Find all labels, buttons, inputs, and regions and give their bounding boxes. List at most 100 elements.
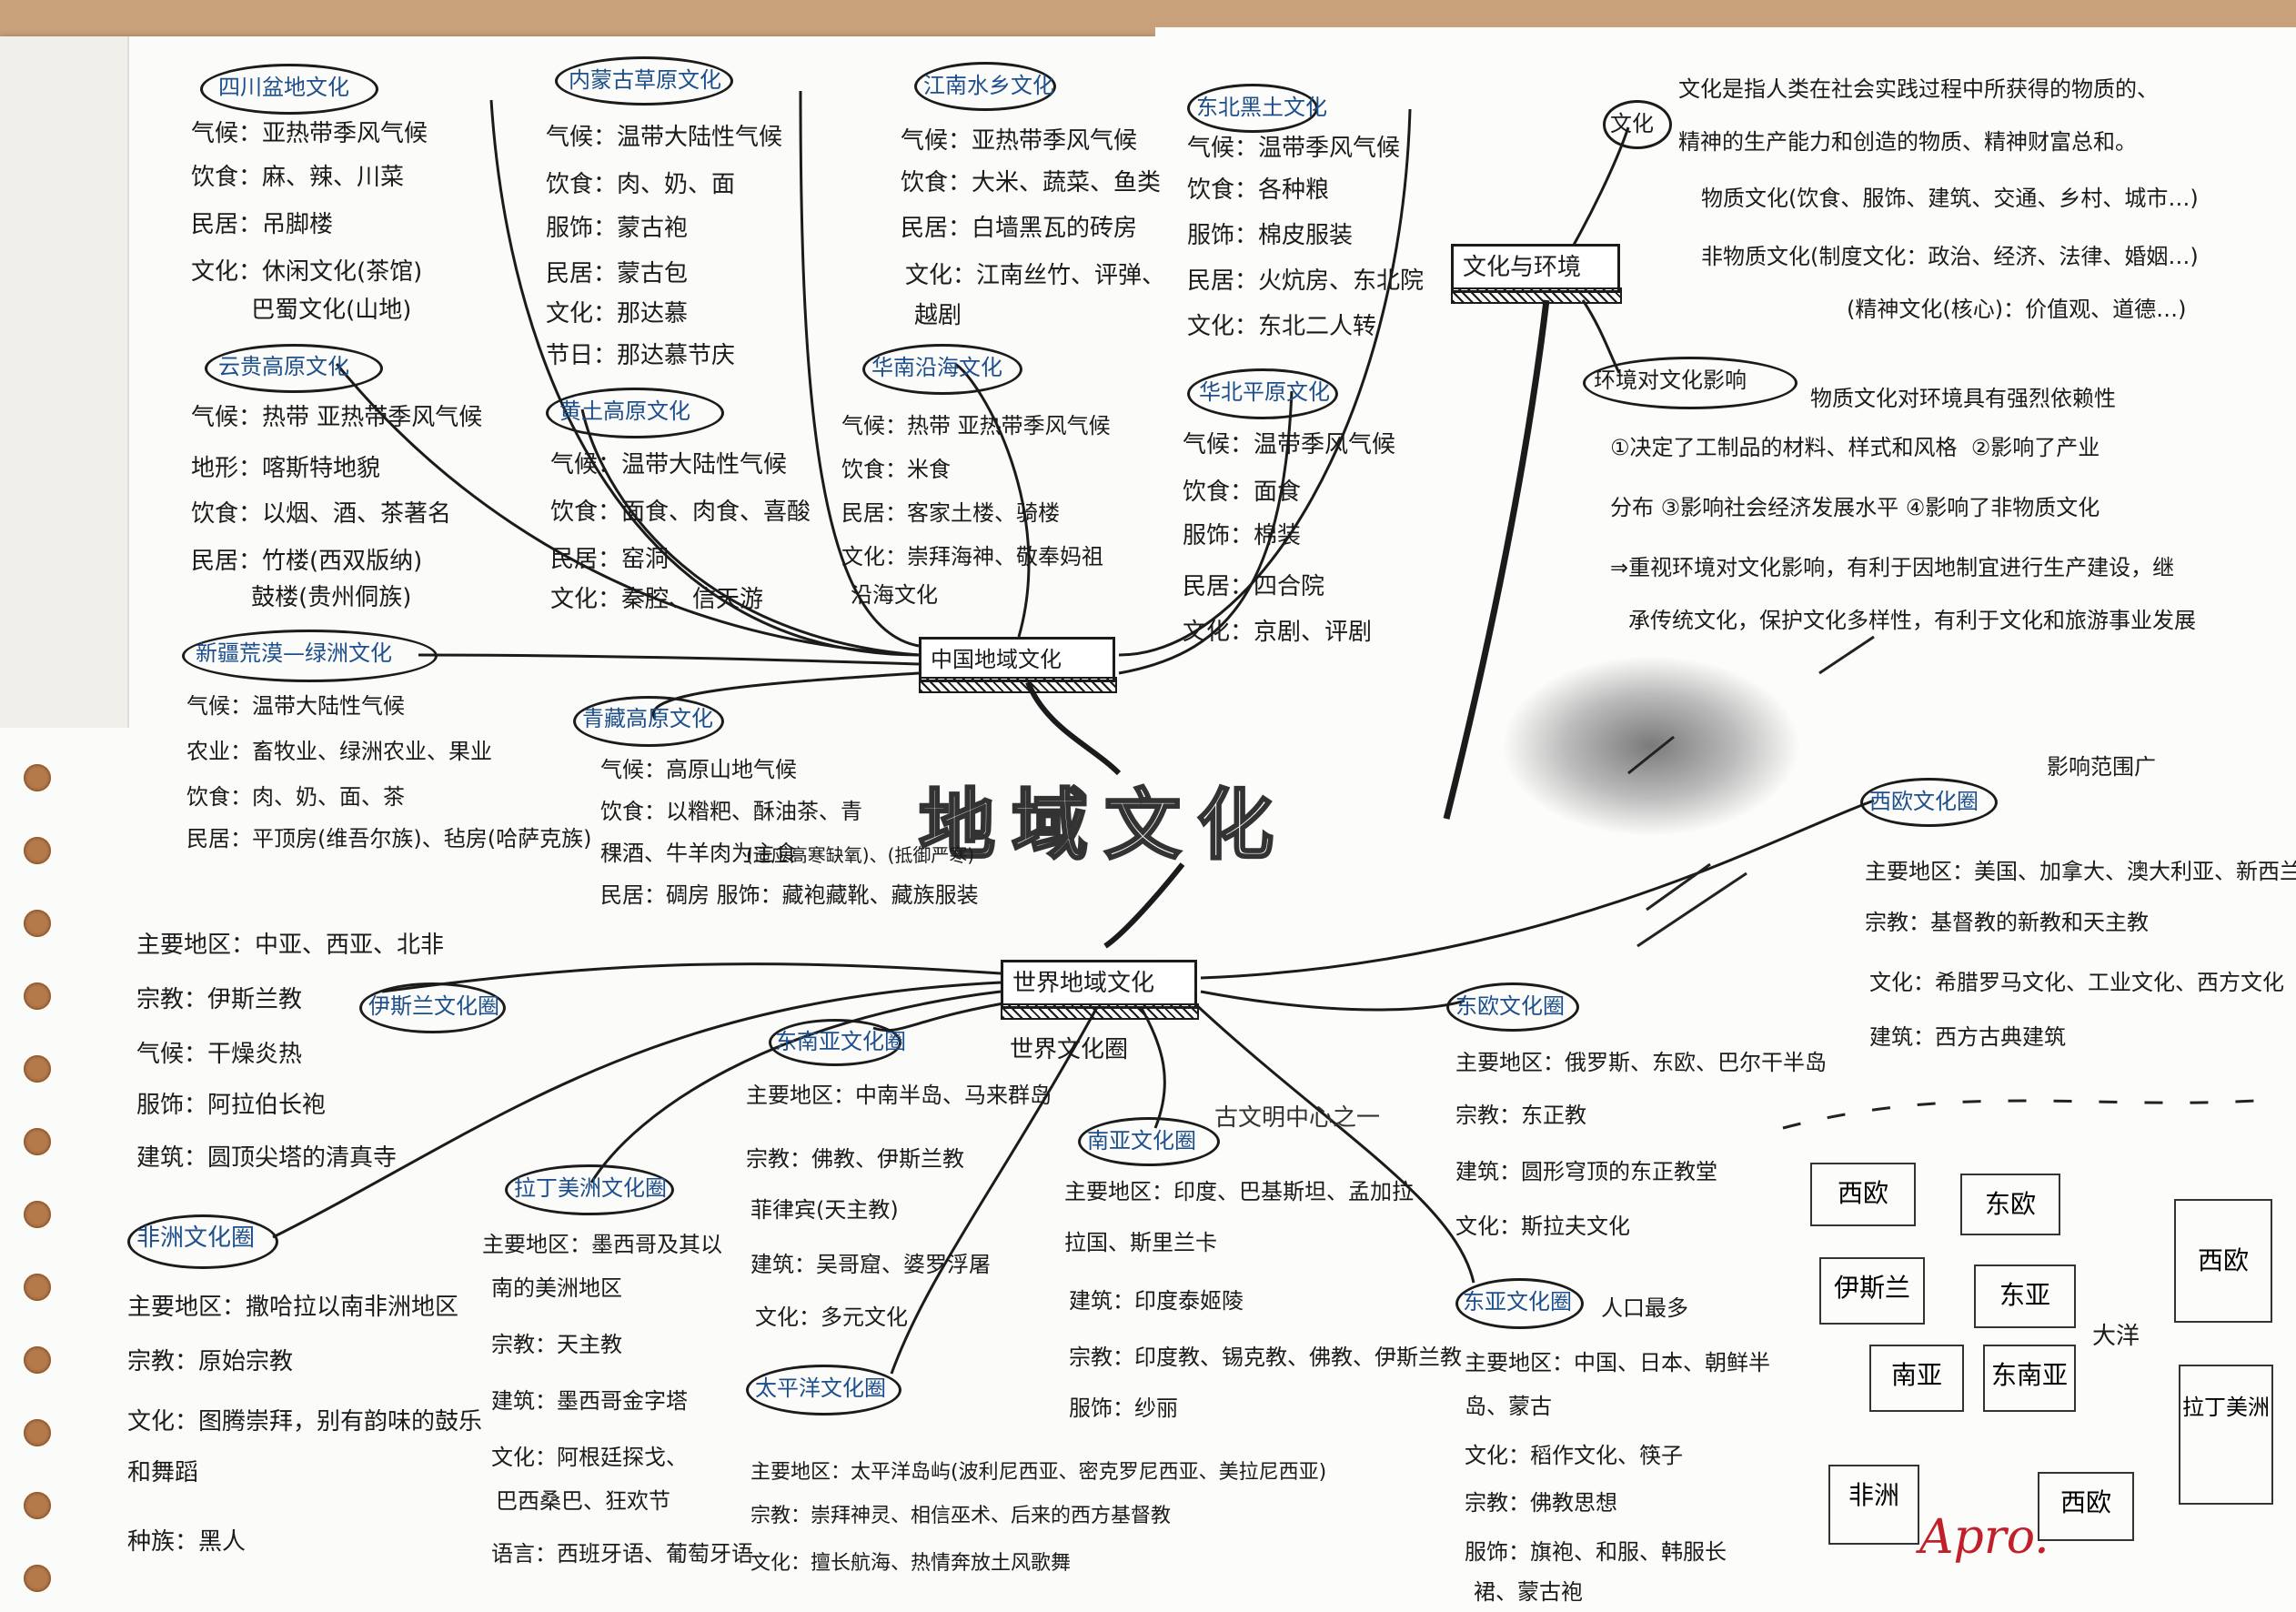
huabei-line: 文化：京剧、评剧 [1183,619,1373,646]
huanan-oval [862,344,1022,395]
easteurope-line: 主要地区：俄罗斯、东欧、巴尔干半岛 [1455,1050,1827,1075]
env-hub-box: 文化与环境 [1451,244,1620,293]
sichuan-line: 民居：吊脚楼 [191,211,334,238]
islam-line: 宗教：伊斯兰教 [136,986,303,1013]
seasia-line: 建筑：吴哥窟、婆罗浮屠 [750,1252,991,1277]
xinjiang-line: 农业：畜牧业、绿洲农业、果业 [186,739,492,764]
xinjiang-title: 新疆荒漠—绿洲文化 [196,640,392,666]
binder-hole [24,982,51,1010]
easteurope-line: 文化：斯拉夫文化 [1455,1214,1630,1239]
author-signature: Apro. [1919,1510,2049,1565]
pacific-title: 太平洋文化圈 [755,1375,886,1401]
impact-line: ①决定了工制品的材料、样式和风格 ②影响了产业 [1610,435,2100,460]
jiangnan-line: 饮食：大米、蔬菜、鱼类 [901,169,1162,196]
env-hub-hatch [1451,287,1622,304]
map-cell-west-2: 西欧 [2174,1199,2272,1323]
west-line: 建筑：西方古典建筑 [1869,1024,2066,1050]
neimeng-line: 饮食：肉、奶、面 [546,171,736,198]
yungui-line: 地形：喀斯特地貌 [191,455,381,482]
seasia-line: 主要地区：中南半岛、马来群岛 [746,1083,1052,1108]
latin-line: 语言：西班牙语、葡萄牙语 [491,1541,753,1567]
eastasia-oval [1455,1278,1584,1329]
seasia-oval [769,1019,901,1066]
map-cell-latin: 拉丁美洲 [2179,1365,2273,1505]
latin-line: 建筑：墨西哥金字塔 [491,1388,688,1414]
env-material: 物质文化(饮食、服饰、建筑、交通、乡村、城市…) [1701,186,2199,211]
sichuan-title: 四川盆地文化 [218,75,349,100]
huangtu-title: 黄土高原文化 [559,398,690,424]
map-cell-west-europe: 西欧 [1810,1163,1916,1226]
left-page [0,36,1155,1612]
binder-hole [24,1055,51,1083]
sichuan-line: 饮食：麻、辣、川菜 [191,164,405,191]
env-nonmaterial: 非物质文化(制度文化：政治、经济、法律、婚姻…) [1701,244,2199,269]
latin-line: 巴西桑巴、狂欢节 [496,1488,670,1514]
sichuan-oval [200,64,378,115]
eastasia-line: 岛、蒙古 [1465,1394,1552,1419]
huangtu-line: 文化：秦腔、信天游 [550,586,764,613]
easteurope-line: 建筑：圆形穹顶的东正教堂 [1455,1159,1717,1184]
seasia-line: 菲律宾(天主教) [750,1197,899,1223]
map-cell-southeast-asia: 东南亚 [1983,1345,2076,1412]
islam-line: 主要地区：中亚、西亚、北非 [136,932,445,959]
islam-line: 建筑：圆顶尖塔的清真寺 [136,1144,398,1172]
binder-hole [24,1274,51,1301]
neimeng-line: 文化：那达慕 [546,300,689,327]
africa-line: 文化：图腾崇拜，别有韵味的鼓乐 [127,1408,483,1436]
west-line: 宗教：基督教的新教和天主教 [1865,910,2149,935]
eastasia-line: 服饰：旗袍、和服、韩服长 [1465,1539,1727,1565]
neimeng-title: 内蒙古草原文化 [569,67,721,93]
neimeng-line: 民居：蒙古包 [546,260,689,287]
huanan-line: 饮食：米食 [841,457,951,482]
huanan-line: 民居：客家土楼、骑楼 [841,500,1060,526]
binder-hole [24,1201,51,1228]
qingzang-title: 青藏高原文化 [582,706,713,731]
jiangnan-title: 江南水乡文化 [923,73,1054,98]
sichuan-line: 气候：亚热带季风气候 [191,120,428,147]
west-oval [1860,778,1998,827]
eastasia-title: 东亚文化圈 [1463,1289,1572,1315]
dongbei-line: 气候：温带季风气候 [1187,135,1401,162]
huabei-line: 饮食：面食 [1183,479,1302,506]
yungui-line: 鼓楼(贵州侗族) [191,584,412,611]
africa-oval [127,1214,278,1269]
qingzang-line: 稞酒、牛羊肉为主食 [600,841,797,866]
impact-line: ⇒重视环境对文化影响，有利于因地制宜进行生产建设，继 [1610,555,2175,580]
qingzang-line: 民居：碉房 服饰：藏袍藏靴、藏族服装 [600,882,979,908]
map-cell-west-3: 西欧 [2038,1472,2134,1541]
huabei-oval [1187,368,1338,419]
dongbei-line: 文化：东北二人转 [1187,313,1377,340]
impact-title: 环境对文化影响 [1594,368,1747,393]
smudge-mark [1501,655,1801,837]
map-cell-south-asia: 南亚 [1869,1345,1964,1412]
huangtu-oval [546,388,724,438]
pacific-line: 文化：擅长航海、热情奔放土风歌舞 [750,1552,1072,1575]
neimeng-line: 节日：那达慕节庆 [546,342,736,369]
islam-line: 气候：干燥炎热 [136,1041,303,1068]
neimeng-oval [555,56,733,106]
yungui-line: 气候：热带 亚热带季风气候 [191,404,483,431]
dongbei-line: 饮食：各种粮 [1187,176,1330,204]
latin-line: 南的美洲地区 [491,1275,622,1301]
map-cell-east-europe: 东欧 [1960,1174,2060,1235]
huanan-title: 华南沿海文化 [871,355,1002,380]
dongbei-line: 服饰：棉皮服装 [1187,222,1354,249]
latin-oval [505,1164,674,1215]
env-def-line: 文化是指人类在社会实践过程中所获得的物质的、 [1678,76,2159,102]
seasia-line: 宗教：佛教、伊斯兰教 [746,1146,964,1172]
africa-line: 宗教：原始宗教 [127,1348,294,1375]
binder-hole [24,764,51,791]
env-nonmaterial: (精神文化(核心)：价值观、道德…) [1847,297,2187,322]
huangtu-line: 饮食：面食、肉食、喜酸 [550,499,811,526]
xinjiang-line: 饮食：肉、奶、面、茶 [186,784,405,810]
dongbei-line: 民居：火炕房、东北院 [1187,267,1425,295]
china-hub-hatch [919,677,1117,693]
xinjiang-oval [182,630,438,682]
env-hub-label: 文化与环境 [1463,254,1582,281]
huangtu-line: 民居：窑洞 [550,546,670,573]
latin-line: 主要地区：墨西哥及其以 [482,1232,722,1257]
eastasia-line: 主要地区：中国、日本、朝鲜半 [1465,1350,1770,1375]
sichuan-line: 文化：休闲文化(茶馆) [191,258,423,286]
culture-label: 文化 [1610,111,1654,136]
easteurope-oval [1446,982,1579,1032]
